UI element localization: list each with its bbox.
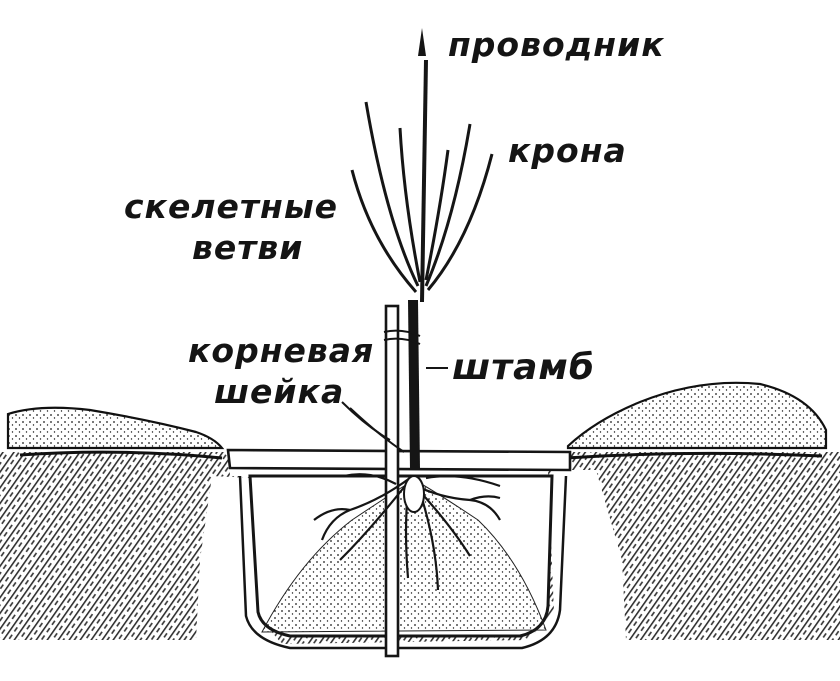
label-crown: крона	[508, 131, 627, 170]
stake-tie	[383, 329, 421, 345]
label-root-collar-line2: шейка	[214, 372, 345, 411]
right-soil-pile	[566, 381, 828, 450]
root-ball	[403, 475, 425, 513]
left-soil-pile	[6, 406, 225, 450]
label-pointers	[341, 367, 448, 453]
central-leader	[418, 28, 428, 302]
label-skeletal-branches-line1: скелетные	[124, 187, 339, 226]
tree-trunk	[408, 300, 420, 470]
label-root-collar-line1: корневая	[188, 331, 375, 370]
label-trunk: штамб	[452, 347, 595, 388]
label-skeletal-branches-line2: ветви	[192, 228, 304, 267]
label-leader: проводник	[448, 25, 665, 64]
skeletal-branches	[350, 101, 494, 293]
